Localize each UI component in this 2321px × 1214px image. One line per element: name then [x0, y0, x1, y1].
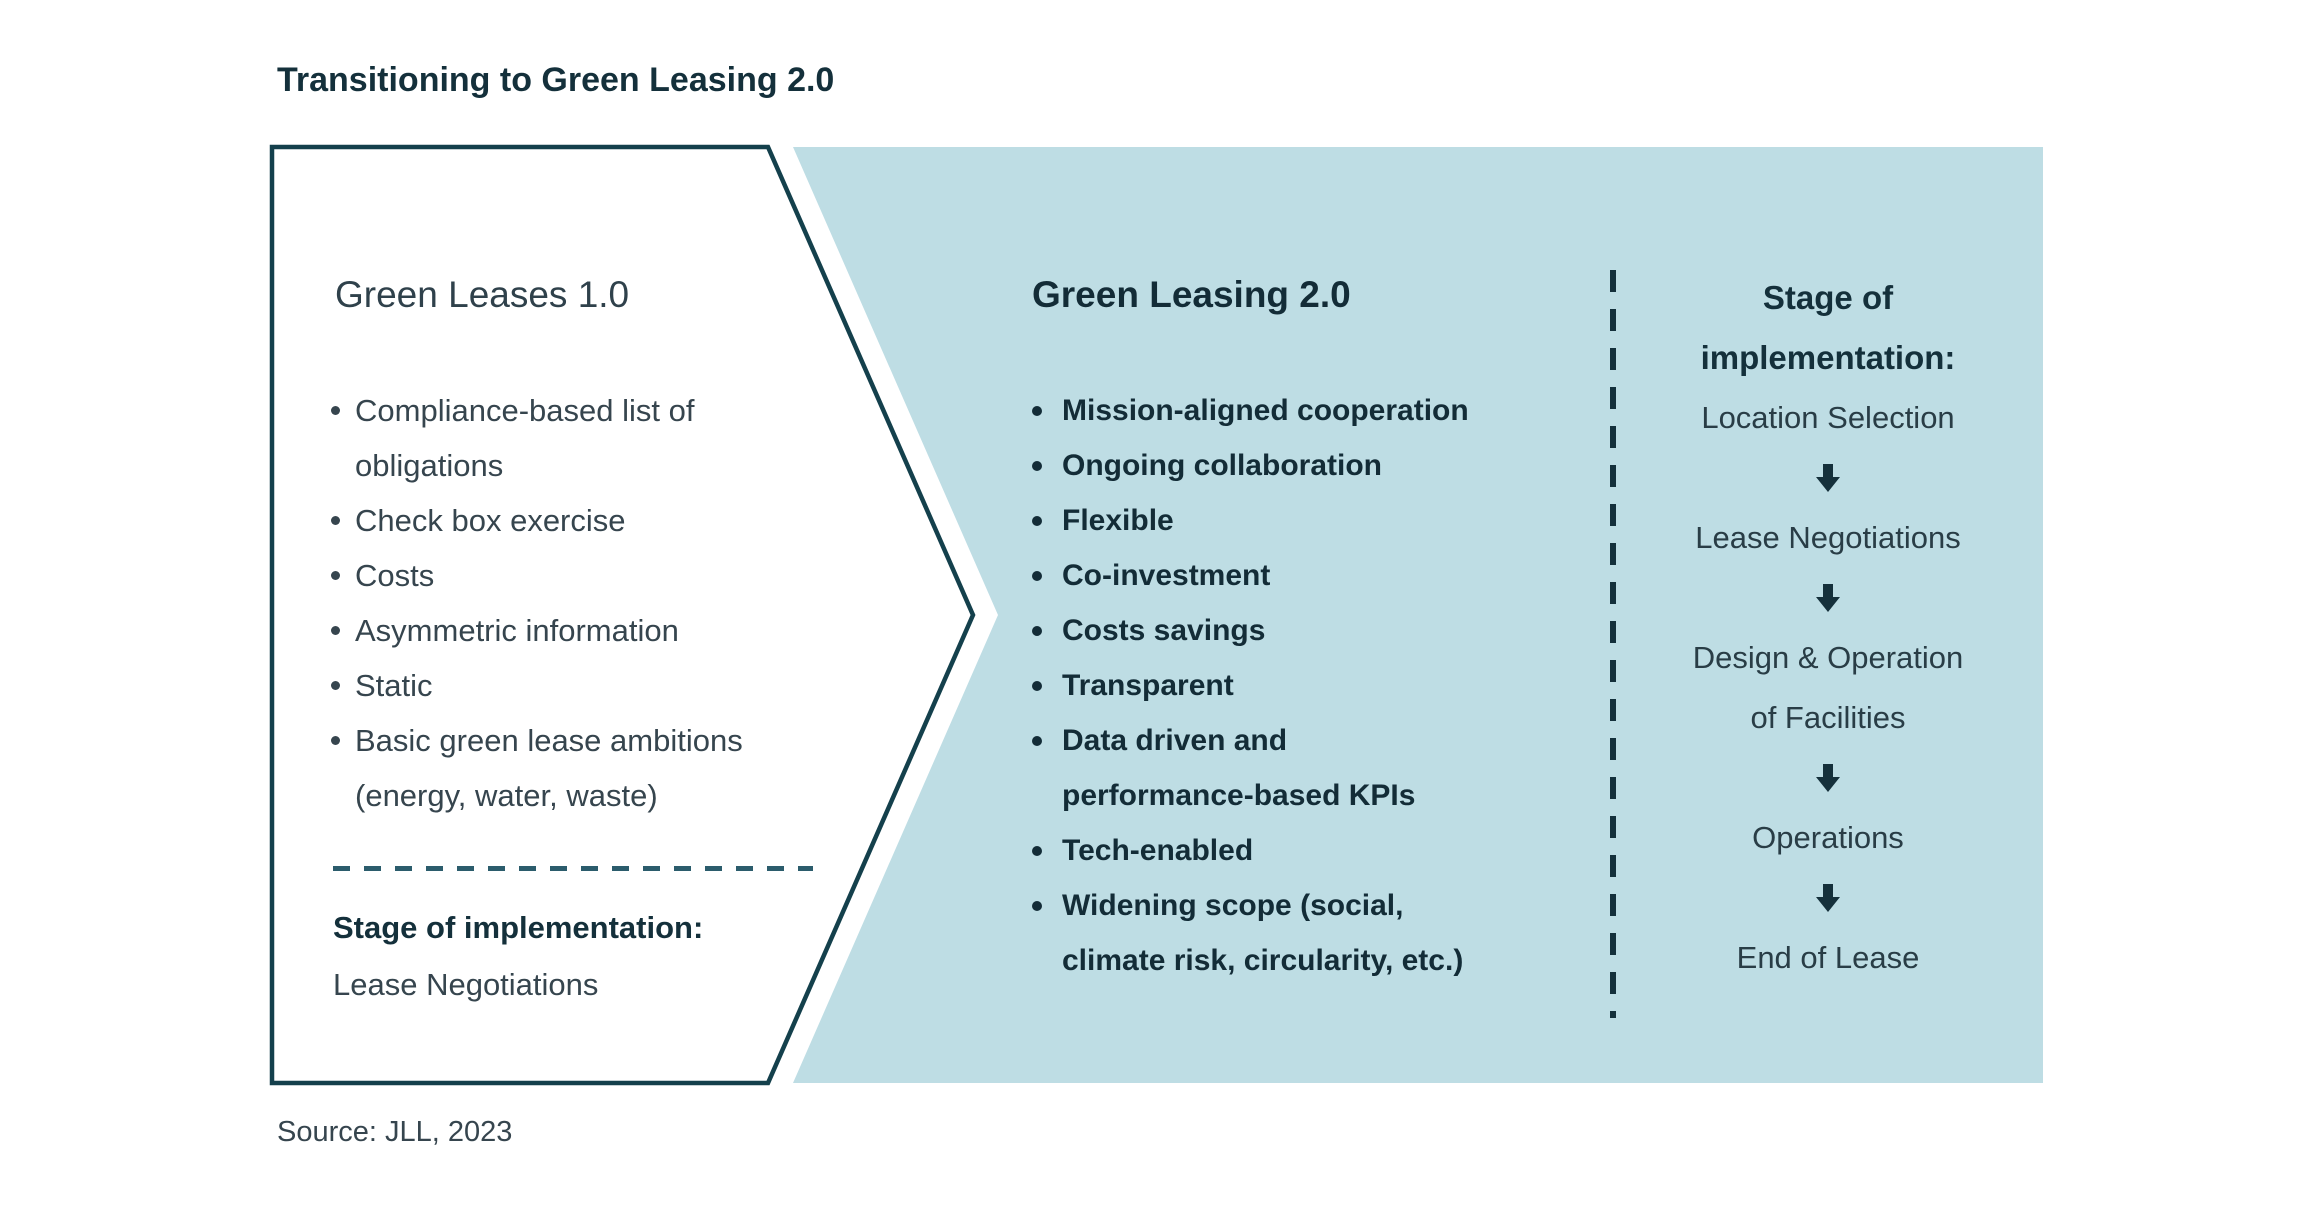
- bullet-text: Ongoing collaboration: [1062, 449, 1382, 482]
- bullet-text: Mission-aligned cooperation: [1062, 394, 1469, 427]
- bullet-dot-icon: [1032, 846, 1042, 856]
- down-arrow-icon: [1816, 764, 1840, 792]
- bullet-text: Widening scope (social, climate risk, ci…: [1062, 889, 1464, 977]
- list-item: Ongoing collaboration: [1032, 438, 1607, 493]
- bullet-dot-icon: [1032, 406, 1042, 416]
- list-item: Widening scope (social, climate risk, ci…: [1032, 878, 1607, 988]
- bullet-dot-icon: [331, 516, 340, 525]
- green-leasing-bullet-list: Mission-aligned cooperation Ongoing coll…: [1032, 383, 1607, 988]
- bullet-text: Tech-enabled: [1062, 834, 1254, 867]
- green-leasing-heading: Green Leasing 2.0: [1032, 274, 1351, 315]
- bullet-dot-icon: [331, 571, 340, 580]
- dashed-separator-horizontal: [333, 866, 813, 871]
- bullet-dot-icon: [1032, 681, 1042, 691]
- bullet-dot-icon: [331, 681, 340, 690]
- arrow-row: [1613, 448, 2043, 508]
- arrow-row: [1613, 568, 2043, 628]
- bullet-text: Static: [355, 668, 433, 703]
- bullet-dot-icon: [331, 626, 340, 635]
- down-arrow-icon: [1816, 584, 1840, 612]
- list-item: Co-investment: [1032, 548, 1607, 603]
- stage-item: End of Lease: [1736, 940, 1920, 975]
- list-item: Check box exercise: [331, 493, 806, 548]
- bullet-dot-icon: [1032, 461, 1042, 471]
- list-item: Data driven and performance-based KPIs: [1032, 713, 1607, 823]
- list-item: Basic green lease ambitions (energy, wat…: [331, 713, 806, 823]
- bullet-text: Co-investment: [1062, 559, 1271, 592]
- bullet-text: Transparent: [1062, 669, 1234, 702]
- bullet-text: Basic green lease ambitions (energy, wat…: [355, 723, 743, 813]
- bullet-dot-icon: [1032, 626, 1042, 636]
- bullet-text: Data driven and performance-based KPIs: [1062, 724, 1416, 812]
- stage-item: Operations: [1752, 820, 1904, 855]
- list-item: Asymmetric information: [331, 603, 806, 658]
- list-item: Flexible: [1032, 493, 1607, 548]
- list-item: Static: [331, 658, 806, 713]
- bullet-text: Flexible: [1062, 504, 1174, 537]
- left-stage-label: Stage of implementation:: [333, 910, 704, 945]
- stage-item: Location Selection: [1701, 400, 1955, 435]
- green-leases-heading: Green Leases 1.0: [335, 274, 630, 315]
- list-item: Mission-aligned cooperation: [1032, 383, 1607, 438]
- list-item: Costs: [331, 548, 806, 603]
- green-leases-bullet-list: Compliance-based list of obligations Che…: [331, 383, 806, 823]
- bullet-dot-icon: [1032, 901, 1042, 911]
- dashed-divider-vertical: [1610, 270, 1616, 1018]
- page-title: Transitioning to Green Leasing 2.0: [277, 61, 835, 99]
- stages-heading: Stage of implementation:: [1700, 279, 1956, 376]
- down-arrow-icon: [1816, 884, 1840, 912]
- list-item: Costs savings: [1032, 603, 1607, 658]
- bullet-text: Compliance-based list of obligations: [355, 393, 695, 483]
- source-note: Source: JLL, 2023: [277, 1116, 513, 1148]
- bullet-dot-icon: [331, 406, 340, 415]
- bullet-text: Asymmetric information: [355, 613, 679, 648]
- down-arrow-icon: [1816, 464, 1840, 492]
- list-item: Transparent: [1032, 658, 1607, 713]
- stages-column: Stage of implementation: Location Select…: [1613, 268, 2043, 988]
- bullet-dot-icon: [1032, 516, 1042, 526]
- left-stage-value: Lease Negotiations: [333, 967, 599, 1002]
- list-item: Compliance-based list of obligations: [331, 383, 806, 493]
- bullet-text: Costs: [355, 558, 435, 593]
- arrow-row: [1613, 868, 2043, 928]
- bullet-text: Costs savings: [1062, 614, 1266, 647]
- bullet-dot-icon: [331, 736, 340, 745]
- list-item: Tech-enabled: [1032, 823, 1607, 878]
- bullet-text: Check box exercise: [355, 503, 626, 538]
- arrow-row: [1613, 748, 2043, 808]
- bullet-dot-icon: [1032, 571, 1042, 581]
- stage-item: Lease Negotiations: [1695, 520, 1961, 555]
- bullet-dot-icon: [1032, 736, 1042, 746]
- blue-panel-shape: [793, 147, 2043, 1083]
- stage-item: Design & Operation of Facilities: [1692, 640, 1964, 735]
- green-leases-arrow-outline: [269, 144, 976, 1086]
